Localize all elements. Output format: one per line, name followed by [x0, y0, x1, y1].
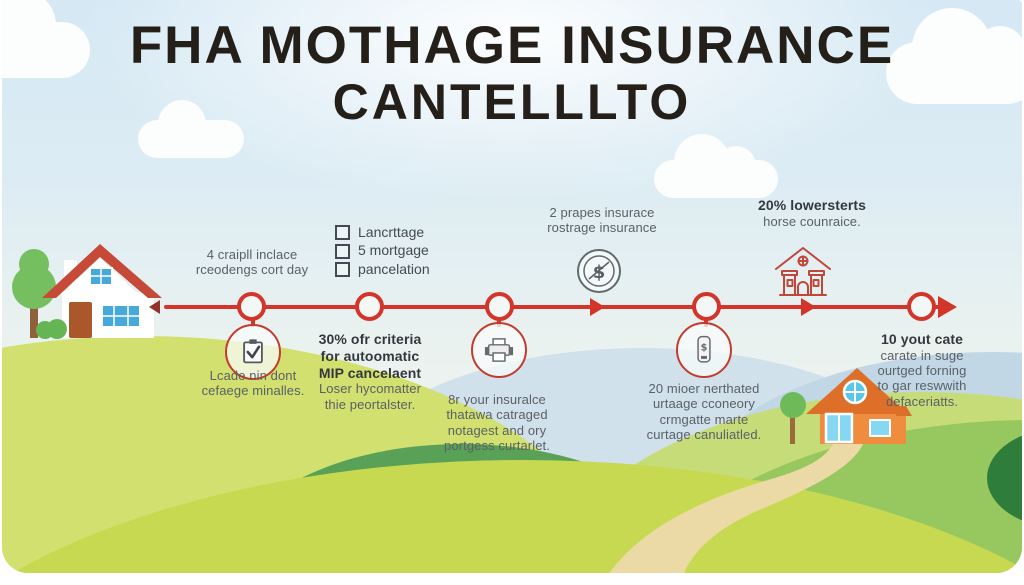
door: [69, 302, 92, 338]
checkbox-icon: [335, 243, 350, 259]
roof: [42, 244, 162, 298]
timeline-note-1: 4 craipll inclace rceodengs cort day: [177, 247, 327, 278]
caption-line: Loser hycomatter: [318, 381, 422, 397]
note-line: rceodengs cort day: [195, 262, 309, 278]
milestone-4-caption: 20 mioer nerthated urtaage cconeory crmg…: [629, 381, 779, 442]
caption-heading: 30% ofr criteria: [318, 331, 422, 347]
note-line: rostrage insurance: [547, 220, 657, 236]
caption-line: carate in suge: [880, 347, 964, 363]
timeline-arrow-icon: [801, 298, 816, 316]
checkbox-icon: [335, 225, 350, 241]
timeline-end-arrow-icon: [938, 296, 957, 318]
timeline-note-insurance: 2 prapes insurace rostrage insurance: [527, 205, 677, 236]
checklist-label: Lancrttage: [358, 224, 425, 240]
walking-path: [609, 434, 864, 573]
cloud-icon: [2, 0, 90, 78]
timeline-node-4: [692, 292, 721, 321]
timeline-node-2: [355, 292, 384, 321]
infographic-card: FHA MOTHAGE INSURANCE CANTELLLTO: [2, 0, 1022, 573]
caption-line: cefaege minalles.: [201, 383, 305, 399]
dollar-coin-icon: $: [576, 248, 622, 294]
right-house-illustration: [780, 368, 912, 444]
checklist-label: pancelation: [358, 260, 430, 277]
caption-line: 20 mioer nerthated: [648, 381, 760, 396]
caption-line: urtaage cconeory: [652, 396, 756, 412]
timeline-node-1: [237, 292, 266, 321]
checklist-item: Lancrttage: [335, 224, 430, 241]
caption-line: crmgatte marte: [659, 411, 749, 427]
caption-line: Lcade nin dont: [209, 368, 297, 383]
svg-text:$: $: [593, 262, 606, 283]
title-line-2: CANTELLLTO: [332, 73, 692, 130]
tree-icon: [780, 392, 806, 418]
caption-line: thie peortalster.: [324, 396, 416, 412]
side-window: [869, 419, 891, 437]
checklist-item: 5 mortgage: [335, 242, 430, 259]
left-house-illustration: [12, 244, 162, 339]
checkbox-icon: [335, 261, 350, 277]
timeline-node-5: [907, 292, 936, 321]
milestone-1-caption: Lcade nin dont cefaege minalles.: [178, 368, 328, 399]
milestone-3-caption: 8r your insuralce thatawa catraged notag…: [422, 392, 572, 453]
timeline-node-3: [485, 292, 514, 321]
caption-line: 8r your insuralce: [448, 392, 546, 407]
checklist-label: 5 mortgage: [358, 242, 429, 259]
cloud-icon: [654, 134, 778, 198]
svg-text:$: $: [701, 343, 708, 354]
caption-line: thatawa catraged: [446, 407, 548, 423]
caption-line: notagest and ory: [447, 422, 547, 438]
page-title: FHA MOTHAGE INSURANCE CANTELLLTO: [2, 18, 1022, 128]
caption-heading: for autoomatic: [320, 347, 420, 364]
node-stem: [251, 319, 255, 327]
caption-line: to gar reswwith: [877, 378, 967, 394]
clipboard-check-icon: [225, 324, 281, 380]
timeline-arrow-icon: [590, 298, 605, 316]
caption-line: portgess curtarlet.: [444, 437, 550, 453]
cloud-icon: [138, 100, 244, 158]
note-line: 4 craipll inclace: [206, 247, 298, 262]
title-line-1: FHA MOTHAGE INSURANCE: [129, 16, 895, 75]
caption-line: defaceriatts.: [885, 393, 959, 409]
receipt-dollar-icon: $: [676, 322, 732, 378]
mortgage-checklist: Lancrttage 5 mortgage pancelation: [335, 224, 430, 280]
house-outline-icon: [775, 247, 831, 296]
caption-heading: MIP cancelaent: [318, 364, 422, 381]
caption-line: curtage canuliatled.: [646, 426, 762, 442]
timeline-note-20-percent: 20% lowersterts horse counraice.: [750, 197, 874, 229]
timeline-line: [164, 305, 942, 309]
checklist-item: pancelation: [335, 260, 430, 277]
milestone-5-caption: 10 yout cate carate in suge ourtged forn…: [847, 331, 997, 409]
note-line: 2 prapes insurace: [549, 205, 655, 220]
note-line: horse counraice.: [763, 213, 861, 229]
tree-trunk: [790, 416, 795, 444]
caption-line: ourtged forning: [877, 363, 967, 379]
milestone-2-caption: 30% ofr criteria for autoomatic MIP canc…: [300, 331, 440, 412]
cloud-icon: [886, 8, 1022, 104]
printer-icon: [471, 322, 527, 378]
caption-heading: 10 yout cate: [880, 331, 964, 347]
tree-trunk: [30, 302, 38, 338]
timeline-start-cap: [149, 300, 160, 314]
note-heading: 20% lowersterts: [757, 197, 867, 213]
